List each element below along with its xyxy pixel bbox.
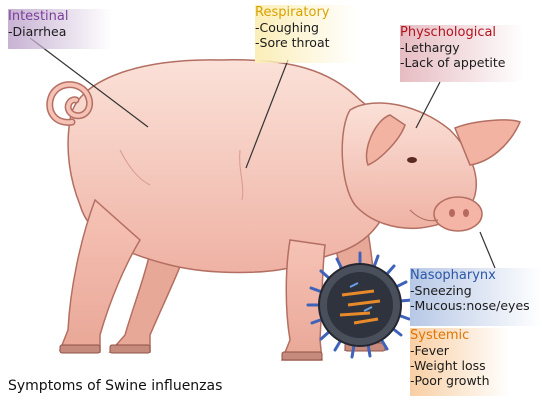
- nasopharynx-item-2: -Mucous:nose/eyes: [410, 298, 542, 313]
- psychological-title: Physchological: [400, 25, 524, 40]
- respiratory-symptoms-box: Respiratory -Coughing -Sore throat: [255, 5, 358, 63]
- psychological-item-2: -Lack of appetite: [400, 55, 524, 70]
- psychological-symptoms-box: Physchological -Lethargy -Lack of appeti…: [400, 25, 524, 82]
- systemic-item-2: -Weight loss: [410, 358, 510, 373]
- intestinal-title: Intestinal: [8, 9, 112, 24]
- respiratory-item-2: -Sore throat: [255, 35, 358, 50]
- systemic-title: Systemic: [410, 328, 510, 343]
- pig-snout: [434, 197, 482, 231]
- systemic-symptoms-box: Systemic -Fever -Weight loss -Poor growt…: [410, 328, 510, 396]
- psychological-item-1: -Lethargy: [400, 40, 524, 55]
- systemic-item-1: -Fever: [410, 343, 510, 358]
- respiratory-item-1: -Coughing: [255, 20, 358, 35]
- pointer-nasopharynx: [480, 232, 495, 268]
- pig-eye: [407, 157, 417, 163]
- nasopharynx-title: Nasopharynx: [410, 268, 542, 283]
- respiratory-title: Respiratory: [255, 5, 358, 20]
- intestinal-item-1: -Diarrhea: [8, 24, 112, 39]
- intestinal-symptoms-box: Intestinal -Diarrhea: [8, 9, 112, 49]
- nasopharynx-item-1: -Sneezing: [410, 283, 542, 298]
- diagram-caption: Symptoms of Swine influenzas: [8, 378, 222, 394]
- systemic-item-3: -Poor growth: [410, 373, 510, 388]
- nasopharynx-symptoms-box: Nasopharynx -Sneezing -Mucous:nose/eyes: [410, 268, 542, 326]
